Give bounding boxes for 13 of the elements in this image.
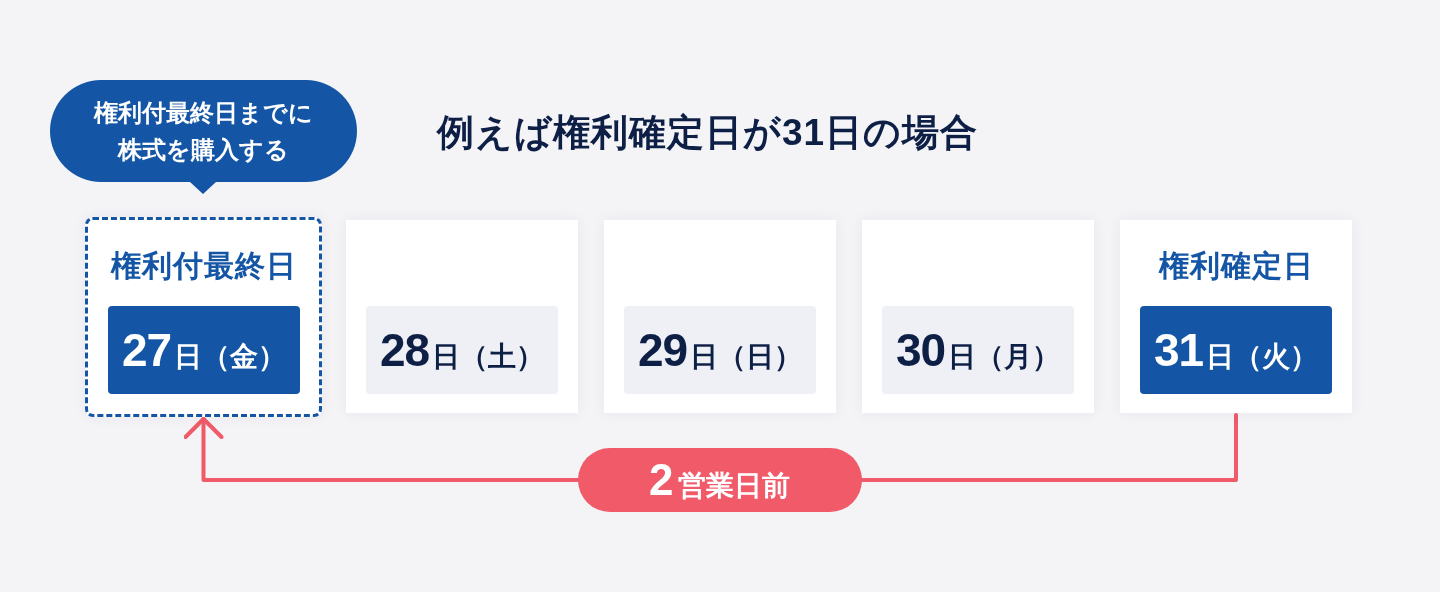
date-box: 27日（金） <box>108 306 300 394</box>
card-heading: 権利付最終日 <box>109 248 298 284</box>
date-card <box>85 217 322 417</box>
card-heading: 権利確定日 <box>1157 248 1315 284</box>
title: 例えば権利確定日が31日の場合 <box>437 111 979 155</box>
bubble-text: 権利付最終日までに株式を購入する <box>92 98 314 165</box>
date-card <box>1120 220 1352 413</box>
edge-label: 2営業日前 <box>577 448 862 512</box>
date-box: 30日（月） <box>882 306 1074 394</box>
speech-bubble <box>50 80 357 194</box>
date-box: 31日（火） <box>1140 306 1332 394</box>
date-box: 29日（日） <box>624 306 816 394</box>
date-box: 28日（土） <box>366 306 558 394</box>
